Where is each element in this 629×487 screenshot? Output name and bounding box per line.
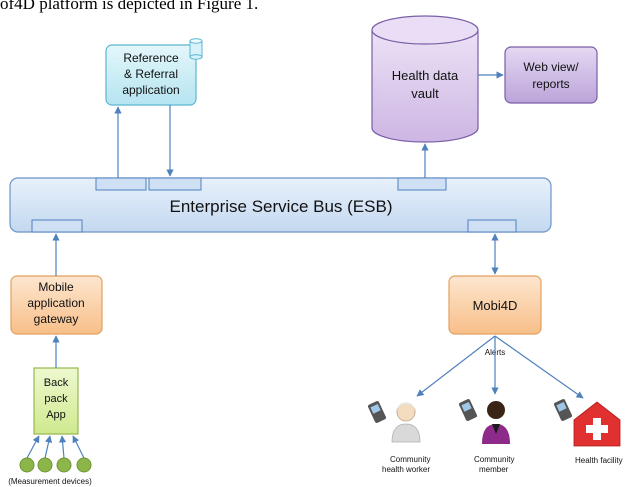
web-view-reports-node: Web view/ reports — [504, 46, 598, 104]
health-facility-label: Health facility — [575, 456, 623, 465]
database-icon — [189, 38, 203, 60]
backpack-label-line-3: App — [46, 409, 66, 421]
reference-label-line-1: Reference — [123, 51, 179, 65]
arrow-device-to-backpack — [26, 435, 40, 459]
web-view-label-line-1: Web view/ — [523, 60, 579, 74]
device-icon — [37, 457, 53, 473]
vault-label-line-1: Health data — [392, 68, 459, 83]
esb-port-gateway — [31, 219, 83, 233]
community-member-icon — [458, 399, 510, 444]
connectors — [26, 71, 584, 459]
arrow-alert-to-health-worker — [416, 335, 496, 397]
backpack-label-line-1: Back — [44, 377, 69, 389]
gateway-label-line-1: Mobile — [38, 280, 74, 294]
arrow-device-to-backpack — [44, 435, 53, 459]
health-facility-icon — [553, 399, 621, 447]
health-data-vault-node: Health data vault — [371, 15, 479, 143]
backpack-app-node: Back pack App — [33, 367, 79, 435]
community-health-worker-label-line-2: health worker — [382, 465, 430, 474]
community-member-label-line-1: Community — [474, 455, 514, 464]
esb-port-reference-in — [148, 177, 202, 191]
vault-label-line-2: vault — [411, 86, 439, 101]
reference-label-line-2: & Referral — [124, 67, 178, 81]
enterprise-service-bus: Enterprise Service Bus (ESB) — [9, 177, 552, 233]
arrow-device-to-backpack — [72, 435, 85, 459]
community-health-worker-label-line-1: Community — [390, 455, 430, 464]
arrow-device-to-backpack — [59, 435, 67, 459]
device-icon — [56, 457, 72, 473]
measurement-devices-label: (Measurement devices) — [8, 477, 92, 486]
esb-port-reference-out — [95, 177, 147, 191]
reference-referral-node: Reference & Referral application — [105, 38, 203, 106]
device-icon — [76, 457, 92, 473]
gateway-label-line-3: gateway — [34, 312, 79, 326]
reference-label-line-3: application — [122, 83, 179, 97]
measurement-devices: (Measurement devices) — [8, 457, 92, 486]
web-view-label-line-2: reports — [532, 77, 569, 91]
esb-port-mobi4d — [467, 219, 517, 233]
mobi4d-node: Mobi4D — [448, 275, 542, 335]
mobile-application-gateway-node: Mobile application gateway — [10, 275, 103, 335]
esb-port-vault — [397, 177, 447, 191]
community-member-label-line-2: member — [479, 465, 509, 474]
community-health-worker-icon — [367, 401, 421, 443]
gateway-label-line-2: application — [27, 296, 84, 310]
backpack-label-line-2: pack — [44, 393, 68, 405]
preceding-text-line: of4D platform is depicted in Figure 1. — [0, 0, 259, 13]
arrow-alert-to-facility — [494, 335, 584, 399]
esb-label: Enterprise Service Bus (ESB) — [170, 197, 393, 216]
device-icon — [19, 457, 35, 473]
mobi4d-label: Mobi4D — [473, 298, 518, 313]
